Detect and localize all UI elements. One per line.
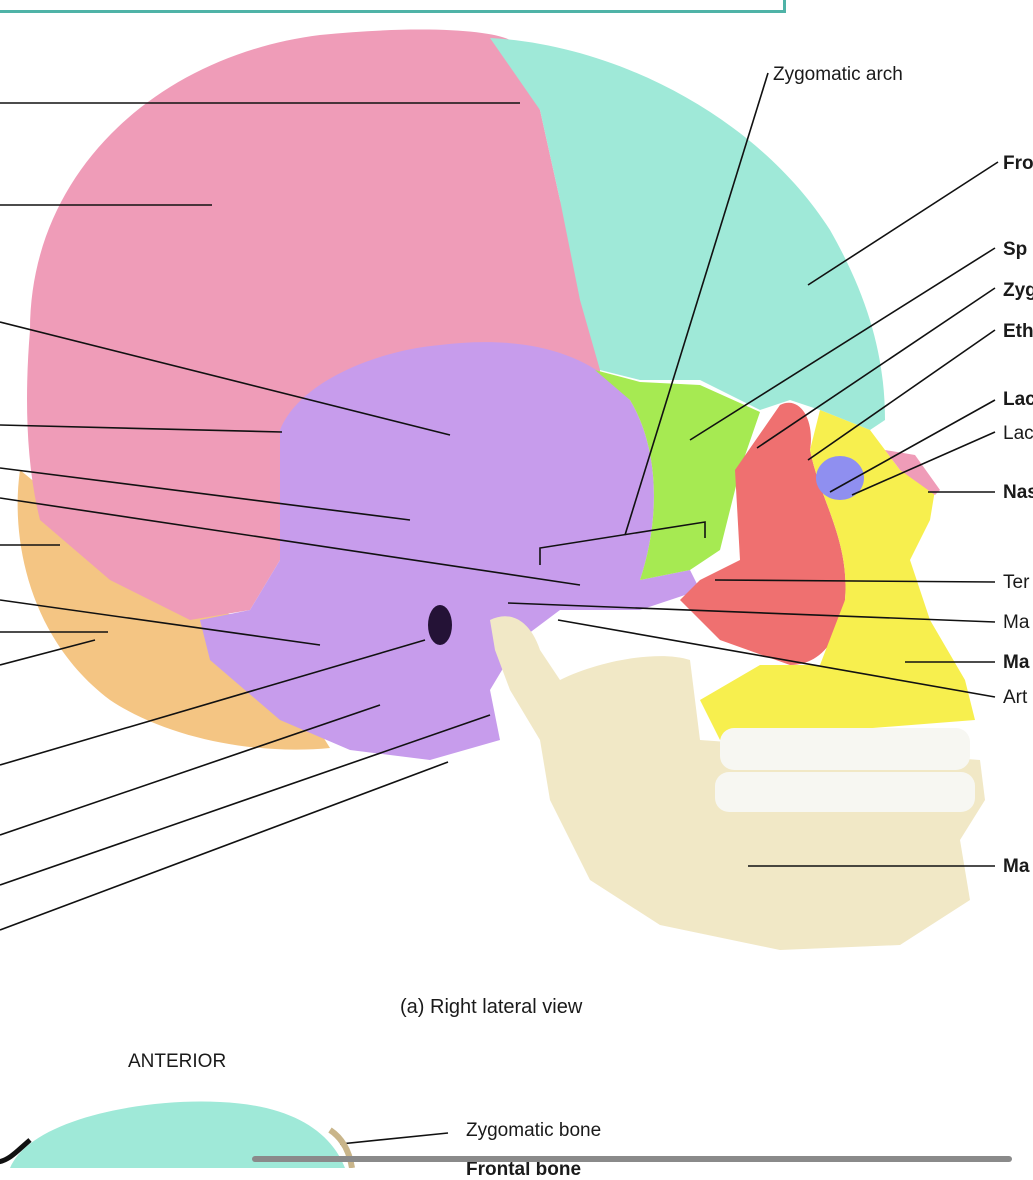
label-temporal-process: Ter (1003, 572, 1030, 593)
leader-line (829, 399, 996, 493)
leader-line (0, 761, 449, 931)
leader-line (689, 247, 996, 441)
external-auditory-meatus (428, 605, 452, 645)
leader-line (0, 467, 411, 521)
label-maxilla: Ma (1003, 652, 1030, 673)
parietal-bone (27, 29, 600, 621)
leader-bracket (539, 521, 706, 565)
leader-line (756, 287, 996, 449)
leader-line (807, 161, 999, 286)
lower-view-outline-mark (0, 1138, 32, 1165)
label-zygomatic-arch: Zygomatic arch (773, 64, 903, 85)
label-mandible: Ma (1003, 856, 1030, 877)
label-nasal-bone: Nas (1003, 482, 1033, 503)
label-articular-tubercle: Art (1003, 687, 1028, 708)
teeth (715, 728, 975, 812)
leader-line (851, 431, 996, 496)
figure-caption: (a) Right lateral view (400, 996, 583, 1018)
leader-line (0, 639, 96, 666)
leader-line (339, 1132, 449, 1145)
nasal-bone (885, 450, 940, 495)
zygomatic-bone (680, 402, 846, 665)
horizontal-scrollbar[interactable] (252, 1156, 1012, 1162)
maxilla-bone (700, 410, 975, 740)
lower-view-zygomatic-edge (328, 1127, 355, 1168)
leader-line (624, 72, 769, 536)
lower-view-frontal-bone (10, 1101, 345, 1168)
label-mandibular-fossa: Ma (1003, 612, 1030, 633)
label-ethmoid-bone: Eth (1003, 321, 1033, 342)
leader-line (714, 579, 996, 583)
label-lower-zygomatic-bone: Zygomatic bone (466, 1120, 602, 1141)
label-anterior: ANTERIOR (128, 1051, 227, 1072)
label-zygomatic-bone: Zyg (1003, 280, 1033, 301)
leader-line (0, 497, 581, 586)
leader-line (557, 619, 996, 698)
leader-line (0, 704, 381, 836)
frontal-bone (490, 38, 885, 430)
lacrimal-bone (816, 456, 864, 500)
leader-line (0, 599, 321, 646)
leader-line (0, 714, 491, 886)
leader-line (0, 321, 451, 436)
label-sphenoid-bone: Sp (1003, 239, 1028, 260)
title-box-frame (0, 0, 786, 13)
leader-line (0, 424, 283, 433)
label-frontal-bone: Fro (1003, 153, 1033, 174)
leader-line (0, 639, 426, 766)
leader-lines (0, 72, 999, 1145)
leader-line (507, 602, 996, 623)
temporal-bone (200, 342, 700, 760)
leader-line (807, 329, 996, 461)
label-lower-frontal-bone: Frontal bone (466, 1159, 582, 1180)
label-lacrimal-fossa: Lac (1003, 423, 1033, 444)
label-lacrimal-bone: Lac (1003, 389, 1033, 410)
